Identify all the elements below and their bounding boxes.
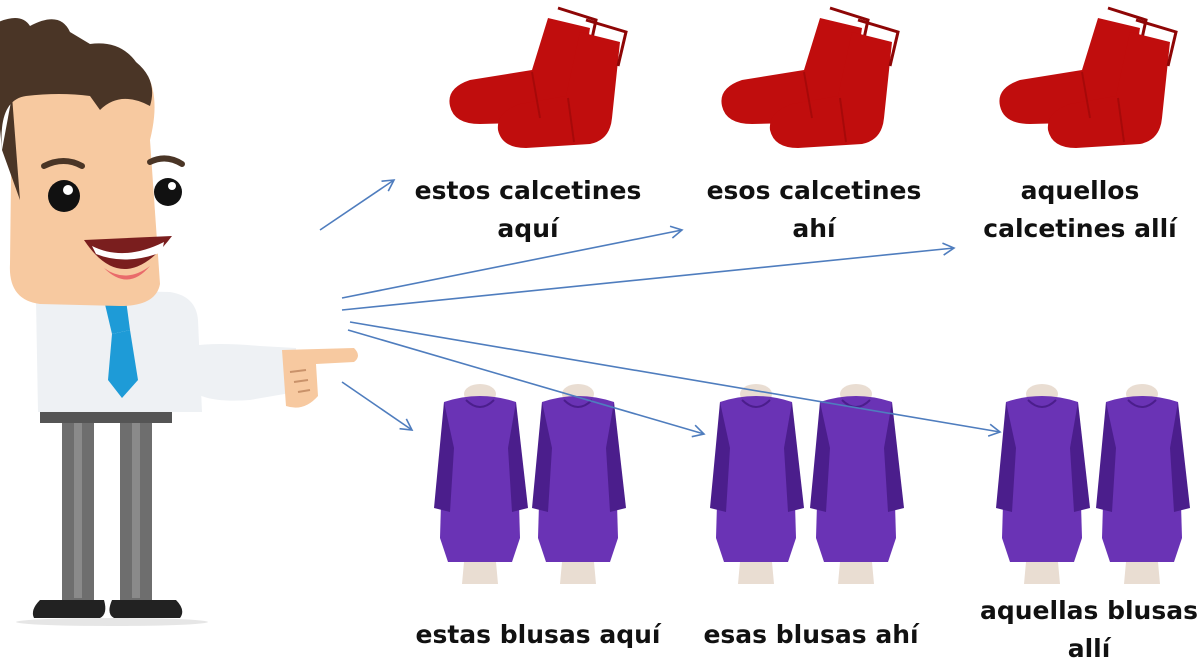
blouse-icon [709, 383, 805, 585]
arrow-estas [341, 381, 414, 431]
label-estos-calcetines: estos calcetines aquí [414, 176, 642, 243]
socks-icon [719, 6, 900, 150]
blouse-icon [531, 383, 627, 585]
label-aquellas-blusas: aquellas blusas allí [979, 596, 1198, 663]
socks-icon [447, 6, 628, 150]
arrow-esos [341, 225, 684, 299]
blouse-icon [995, 383, 1091, 585]
socks-row [447, 6, 1178, 150]
label-esos-calcetines: esos calcetines ahí [706, 176, 922, 243]
label-esas-blusas: esas blusas ahí [703, 620, 919, 649]
blouses-row [433, 383, 1191, 585]
label-estas-blusas: estas blusas aquí [415, 620, 661, 649]
arrow-aquellos [341, 242, 956, 311]
arrow-aquellas [349, 321, 1002, 437]
pointer-arrows [319, 179, 1002, 438]
label-aquellos-calcetines: aquellos calcetines allí [983, 176, 1177, 243]
blouse-icon [433, 383, 529, 585]
socks-icon [997, 6, 1178, 150]
arrow-estos [319, 179, 396, 231]
blouse-icon [1095, 383, 1191, 585]
arrow-esas [347, 329, 706, 438]
businessman-icon [0, 18, 358, 626]
